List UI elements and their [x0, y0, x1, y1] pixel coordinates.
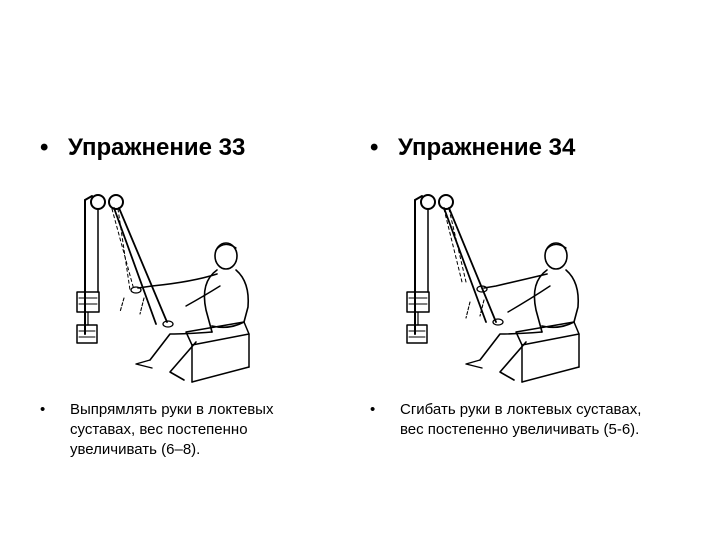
exercise-illustration [74, 182, 284, 397]
seated-cable-elbow-exercise-icon [76, 194, 250, 383]
bullet-icon: • [370, 401, 376, 418]
exercise-title: Упражнение 34 [398, 134, 576, 161]
seated-cable-elbow-exercise-icon [406, 194, 580, 383]
bullet-icon: • [370, 134, 379, 161]
exercise-34-column: • Упражнение 34 [360, 0, 690, 540]
exercise-33-column: • Упражнение 33 [30, 0, 360, 540]
exercise-heading: • Упражнение 34 [370, 134, 575, 162]
exercise-description-text: Сгибать руки в локтевых суставах, вес по… [400, 401, 642, 438]
exercise-illustration [404, 182, 614, 397]
bullet-icon: • [40, 134, 49, 161]
exercise-description-text: Выпрямлять руки в локтевых суставах, вес… [70, 401, 274, 458]
bullet-icon: • [40, 401, 46, 418]
exercise-heading: • Упражнение 33 [40, 134, 245, 162]
exercise-title: Упражнение 33 [68, 134, 246, 161]
